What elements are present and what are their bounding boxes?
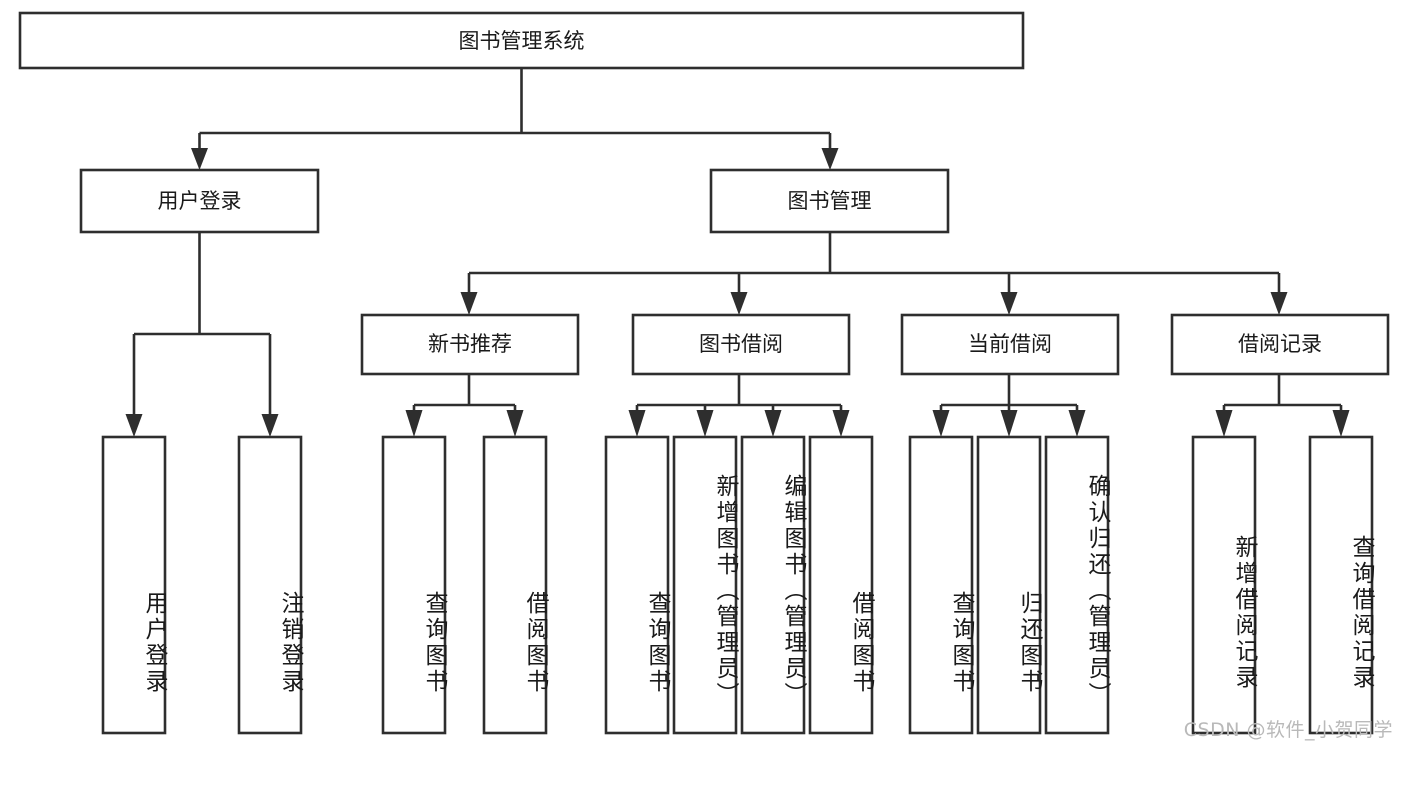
connector-group-borrow-record [1215,374,1350,437]
leaf-box-query-book-3[interactable] [908,435,974,735]
node-book-borrow-box[interactable] [631,313,851,376]
arrow-head-leaf-borrow-book-1 [506,410,524,437]
arrow-head-current-borrow [1000,292,1018,315]
node-current-borrow-box[interactable] [900,313,1120,376]
node-book-manage[interactable]: 图书管理 [709,168,950,234]
arrow-head-leaf-confirm-return [1068,410,1086,437]
arrow-head-borrow-record [1270,292,1288,315]
arrow-head-leaf-edit-book [764,410,782,437]
arrow-head-leaf-add-book [696,410,714,437]
connector-group-current-borrow [932,374,1086,437]
arrow-head-leaf-query-book-1 [405,410,423,437]
leaf-box-confirm-return[interactable] [1044,435,1110,735]
node-new-book-rec-label: 新书推荐 [428,332,512,356]
node-new-book-rec-box[interactable] [360,313,580,376]
watermark-text: CSDN @软件_小贺同学 [1183,719,1393,741]
node-borrow-record-box[interactable] [1170,313,1390,376]
node-book-borrow-label: 图书借阅 [699,332,783,356]
connector-group-new-book-rec [405,374,524,437]
arrow-head-leaf-query-book-3 [932,410,950,437]
arrow-head-book-borrow [730,292,748,315]
node-new-book-rec[interactable]: 新书推荐 [360,313,580,376]
arrow-head-leaf-borrow-book-2 [832,410,850,437]
arrow-head-leaf-query-record [1332,410,1350,437]
leaf-box-return-book[interactable] [976,435,1042,735]
node-book-manage-label: 图书管理 [788,189,872,213]
node-user-login-label: 用户登录 [158,189,242,213]
leaf-box-borrow-book-1[interactable] [482,435,548,735]
arrow-head-leaf-query-book-2 [628,410,646,437]
leaf-box-query-record[interactable] [1308,435,1374,735]
leaf-box-logout-login[interactable] [237,435,303,735]
arrow-head-leaf-return-book [1000,410,1018,437]
node-borrow-record-label: 借阅记录 [1238,332,1322,356]
connector-group-root [191,68,839,170]
node-book-manage-box[interactable] [709,168,950,234]
leaf-box-edit-book[interactable] [740,435,806,735]
node-current-borrow[interactable]: 当前借阅 [900,313,1120,376]
leaf-box-borrow-book-2[interactable] [808,435,874,735]
connector-group-book-borrow [628,374,850,437]
diagram-root: 图书管理系统 用户登录 图书管理 新书推荐 图书借阅 当前借阅 借阅记录 [18,11,1393,741]
arrow-head-new-book-rec [460,292,478,315]
connector-group-user-login [125,232,279,437]
node-root-box[interactable] [18,11,1025,70]
arrow-head-book-manage [821,148,839,170]
arrow-head-leaf-logout-login [261,414,279,437]
node-book-borrow[interactable]: 图书借阅 [631,313,851,376]
arrow-head-leaf-add-record [1215,410,1233,437]
connector-group-book-manage [460,232,1288,315]
arrow-head-leaf-user-login [125,414,143,437]
arrow-head-user-login [191,148,208,170]
node-borrow-record[interactable]: 借阅记录 [1170,313,1390,376]
node-current-borrow-label: 当前借阅 [968,332,1052,356]
leaf-box-query-book-2[interactable] [604,435,670,735]
leaf-box-user-login[interactable] [101,435,167,735]
node-user-login[interactable]: 用户登录 [79,168,320,234]
leaf-box-add-book[interactable] [672,435,738,735]
node-root-label: 图书管理系统 [459,29,585,53]
node-user-login-box[interactable] [79,168,320,234]
flowchart-canvas: 图书管理系统 用户登录 图书管理 新书推荐 图书借阅 当前借阅 借阅记录 [18,11,1390,735]
leaf-box-query-book-1[interactable] [381,435,447,735]
node-root[interactable]: 图书管理系统 [18,11,1025,70]
leaf-box-add-record[interactable] [1191,435,1257,735]
